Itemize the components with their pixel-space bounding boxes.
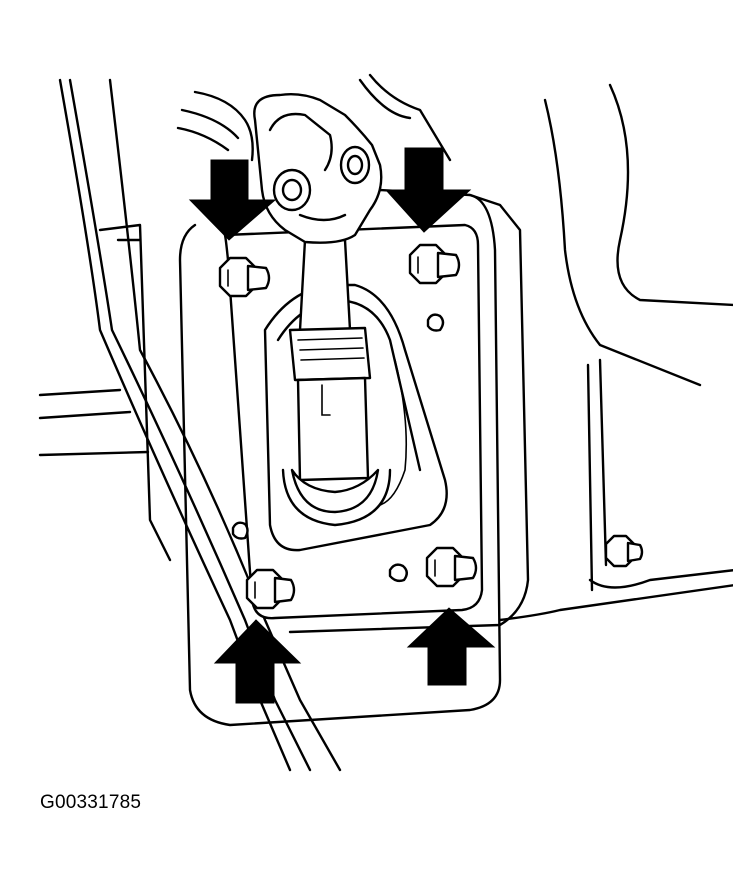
figure-id-label: G00331785 [40,792,142,813]
locating-pin [231,521,249,540]
bracket-plate-outer [178,188,530,727]
locating-pin [388,563,408,583]
arrow-down-icon [384,147,472,233]
nut-icon [245,568,296,610]
steering-shaft [281,238,392,527]
frame-rails [38,78,342,772]
arrow-up-icon [213,619,302,704]
nut-icon [604,534,644,568]
callout-arrows [188,147,496,704]
arrow-down-icon [188,159,277,241]
nut-icon [408,243,461,285]
nut-icon [425,546,478,588]
arrow-up-icon [406,607,496,686]
fasteners [218,243,644,610]
locating-pin [426,313,445,332]
nut-icon [218,256,271,298]
universal-joint [176,90,383,244]
